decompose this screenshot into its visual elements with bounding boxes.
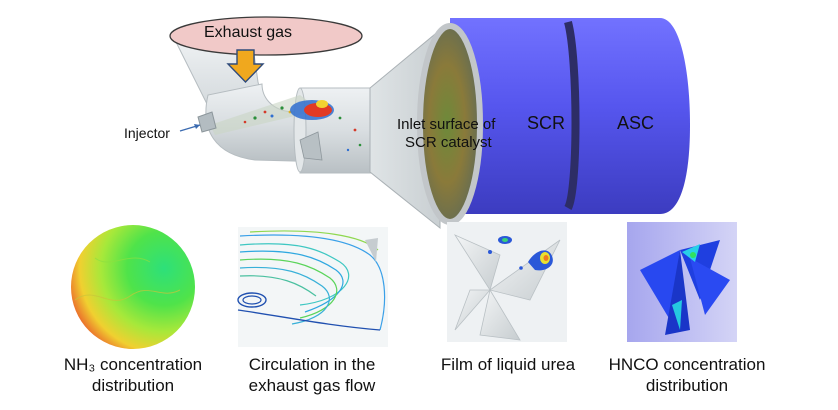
panel-caption-nh3: NH₃ concentration distribution — [43, 354, 223, 396]
catalyst-housing — [417, 18, 690, 225]
panel-caption-circulation: Circulation in the exhaust gas flow — [222, 354, 402, 396]
panel-caption-nh3-line1: NH₃ concentration — [63, 355, 203, 374]
panel-caption-circulation-line2: exhaust gas flow — [248, 376, 376, 395]
spray-plume — [210, 95, 362, 161]
nh3-concentration-panel — [71, 225, 195, 349]
urea-film-panel — [447, 222, 567, 342]
exhaust-flow-arrow — [226, 49, 265, 84]
panel-caption-urea-film-line1: Film of liquid urea — [440, 355, 576, 374]
panel-caption-nh3-line2: distribution — [91, 376, 175, 395]
panel-caption-circulation-line1: Circulation in the — [248, 355, 376, 374]
inlet-surface-label-line1: Inlet surface of — [397, 116, 496, 133]
panel-caption-hnco: HNCO concentration distribution — [597, 354, 777, 396]
panel-caption-hnco-line1: HNCO concentration — [608, 355, 766, 374]
panel-caption-urea-film: Film of liquid urea — [418, 354, 598, 375]
inlet-surface-label-line2: SCR catalyst — [405, 134, 492, 151]
injector-label: Injector — [124, 125, 170, 141]
scr-label: SCR — [527, 113, 566, 133]
hnco-concentration-panel — [627, 222, 737, 342]
injector-nozzle — [197, 111, 217, 133]
exhaust-gas-label: Exhaust gas — [204, 24, 293, 41]
panel-caption-hnco-line2: distribution — [645, 376, 729, 395]
asc-label: ASC — [617, 113, 655, 133]
exhaust-inlet-disc — [169, 16, 363, 56]
circulation-streamlines-panel — [237, 227, 388, 347]
